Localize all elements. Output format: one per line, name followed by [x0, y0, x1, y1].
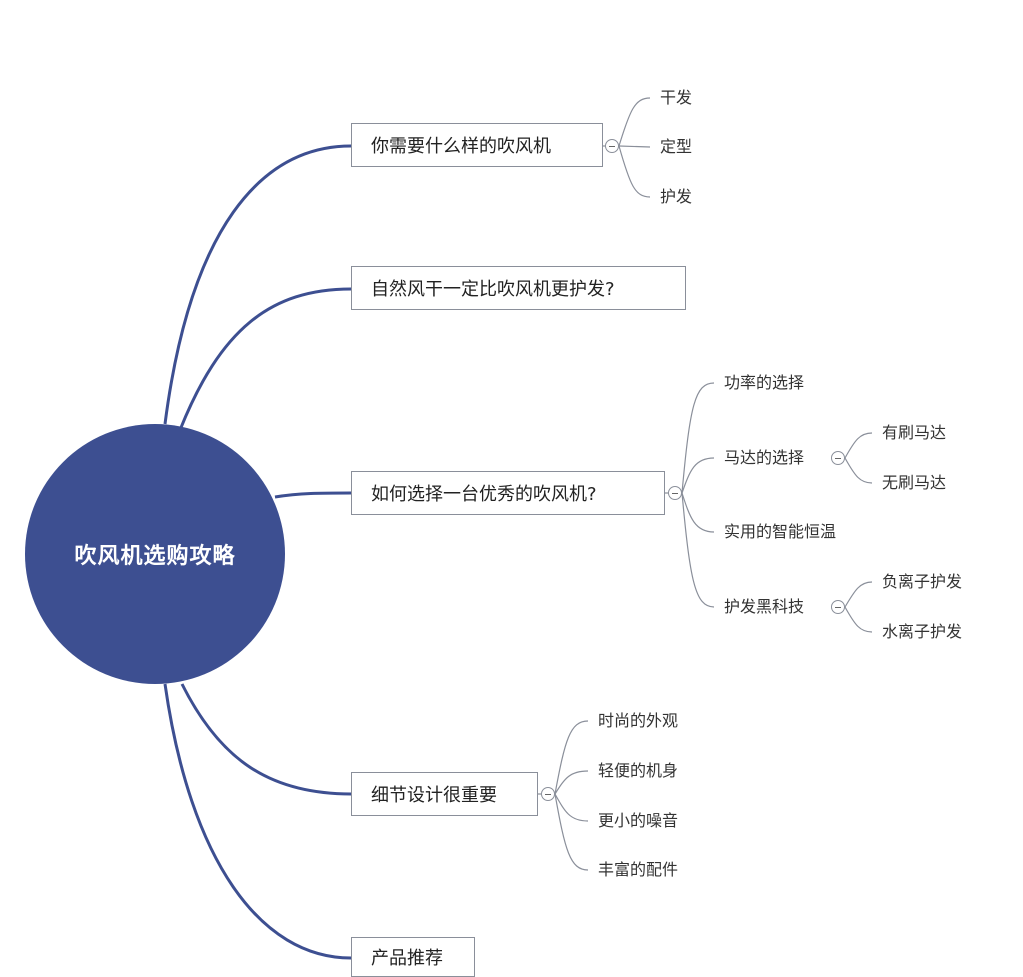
leaf-node[interactable]: 丰富的配件: [598, 860, 678, 880]
leaf-label: 护发: [660, 187, 693, 206]
connector-tech-1: [844, 581, 873, 608]
leaf-node[interactable]: 无刷马达: [882, 473, 946, 493]
branch-label: 产品推荐: [371, 948, 443, 969]
connector-root-branch-5: [163, 683, 352, 960]
leaf-node[interactable]: 水离子护发: [882, 622, 962, 642]
connector-b4-leaf-3: [554, 793, 589, 822]
leaf-label: 实用的智能恒温: [724, 522, 837, 541]
leaf-node[interactable]: 更小的噪音: [598, 811, 678, 831]
connector-b3-leaf-2: [681, 457, 715, 494]
leaf-label: 更小的噪音: [598, 811, 679, 830]
leaf-node[interactable]: 功率的选择: [724, 373, 804, 393]
leaf-label: 水离子护发: [882, 622, 963, 641]
leaf-label: 有刷马达: [882, 423, 947, 442]
connector-b3-leaf-3: [681, 492, 715, 533]
leaf-node[interactable]: 定型: [660, 137, 692, 157]
branch-node-5[interactable]: 产品推荐: [351, 937, 475, 977]
branch-label: 细节设计很重要: [371, 785, 497, 806]
leaf-label: 轻便的机身: [598, 761, 679, 780]
leaf-label: 丰富的配件: [598, 860, 679, 879]
leaf-node[interactable]: 干发: [660, 88, 692, 108]
connector-motor-2: [844, 457, 873, 484]
collapse-minus-icon[interactable]: [831, 600, 845, 614]
collapse-minus-icon[interactable]: [605, 139, 619, 153]
collapse-minus-icon[interactable]: [831, 451, 845, 465]
leaf-node[interactable]: 实用的智能恒温: [724, 522, 836, 542]
leaf-label: 负离子护发: [882, 572, 963, 591]
leaf-label: 定型: [660, 137, 693, 156]
connector-b4-leaf-1: [554, 720, 589, 795]
connector-b4-leaf-2: [554, 770, 589, 795]
branch-label: 如何选择一台优秀的吹风机?: [371, 484, 597, 505]
leaf-node[interactable]: 马达的选择: [724, 448, 804, 468]
connector-b1-leaf-2: [618, 145, 651, 148]
branch-node-3[interactable]: 如何选择一台优秀的吹风机?: [351, 471, 665, 515]
connector-b1-leaf-3: [618, 145, 651, 198]
leaf-node[interactable]: 负离子护发: [882, 572, 962, 592]
leaf-node[interactable]: 护发黑科技: [724, 597, 804, 617]
connector-tech-2: [844, 606, 873, 633]
branch-node-4[interactable]: 细节设计很重要: [351, 772, 538, 816]
leaf-label: 功率的选择: [724, 373, 805, 392]
branch-node-2[interactable]: 自然风干一定比吹风机更护发?: [351, 266, 686, 310]
connector-root-branch-3: [274, 491, 352, 499]
leaf-label: 时尚的外观: [598, 711, 679, 730]
leaf-label: 无刷马达: [882, 473, 947, 492]
leaf-label: 护发黑科技: [724, 597, 805, 616]
connector-b1-leaf-1: [618, 97, 651, 147]
root-label: 吹风机选购攻略: [74, 544, 236, 569]
connector-b3-leaf-1: [681, 382, 715, 494]
collapse-minus-icon[interactable]: [541, 787, 555, 801]
leaf-node[interactable]: 轻便的机身: [598, 761, 678, 781]
root-node[interactable]: 吹风机选购攻略: [25, 424, 285, 684]
branch-node-1[interactable]: 你需要什么样的吹风机: [351, 123, 603, 167]
connector-b4-leaf-4: [554, 793, 589, 871]
connector-root-branch-2: [178, 287, 352, 431]
collapse-minus-icon[interactable]: [668, 486, 682, 500]
leaf-node[interactable]: 有刷马达: [882, 423, 946, 443]
branch-label: 自然风干一定比吹风机更护发?: [371, 279, 615, 300]
leaf-node[interactable]: 时尚的外观: [598, 711, 678, 731]
leaf-node[interactable]: 护发: [660, 187, 692, 207]
connector-root-branch-4: [180, 683, 352, 796]
leaf-label: 马达的选择: [724, 448, 805, 467]
branch-label: 你需要什么样的吹风机: [371, 136, 551, 157]
connector-b3-leaf-4: [681, 492, 715, 608]
connector-root-branch-1: [163, 144, 352, 425]
leaf-label: 干发: [660, 88, 693, 107]
connector-motor-1: [844, 432, 873, 459]
